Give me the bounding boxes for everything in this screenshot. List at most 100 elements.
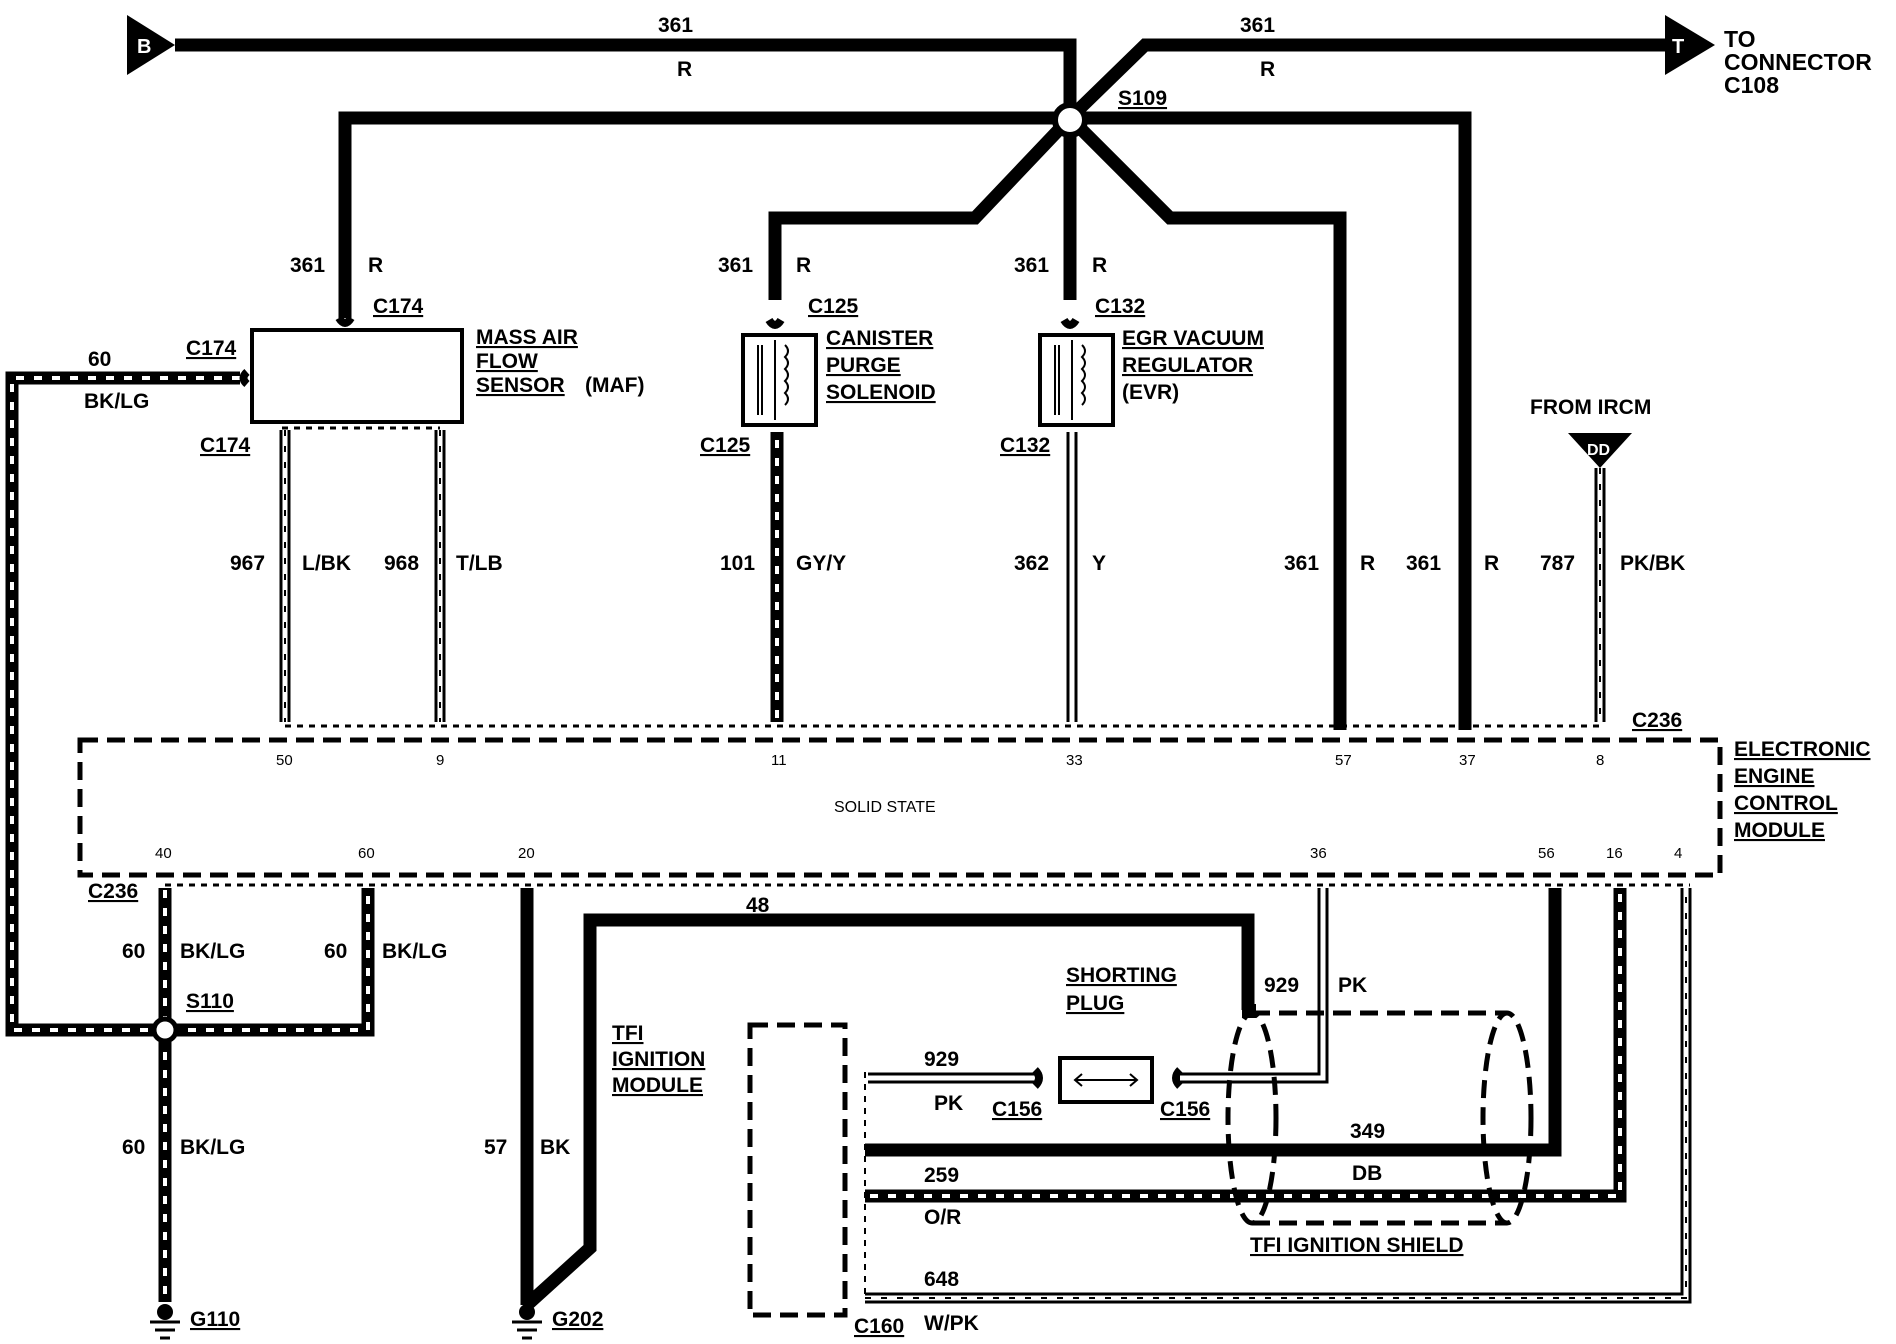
eec-connector-bottom: C236 <box>88 880 138 903</box>
maf-name-2: FLOW <box>476 350 538 373</box>
connector-dd-shape <box>1568 433 1632 468</box>
tfi-wpk-num: 648 <box>924 1268 959 1291</box>
eec-pin-bottom-56: 56 <box>1538 845 1555 862</box>
eec-name-1: ELECTRONIC <box>1734 738 1871 761</box>
connector-dd-label: DD <box>1587 442 1610 459</box>
egr-name-2: REGULATOR <box>1122 354 1253 377</box>
splice-s110-label: S110 <box>186 990 234 1013</box>
canister-name-3: SOLENOID <box>826 381 936 404</box>
egr-name-1: EGR VACUUM <box>1122 327 1264 350</box>
feed-3-color: PK/BK <box>1620 552 1685 575</box>
top-wire-right-color: R <box>1260 58 1275 81</box>
tfi-shield-label: TFI IGNITION SHIELD <box>1250 1234 1464 1257</box>
right-feeds: 361 R 361 R FROM IRCM DD 787 PK/BK <box>1284 396 1685 722</box>
tfi-c156-left: C156 <box>992 1098 1042 1121</box>
to-connector-line3: C108 <box>1724 72 1779 98</box>
bl-w4-color: BK <box>540 1136 570 1159</box>
eec-module: C236 C236 ELECTRONIC ENGINE CONTROL MODU… <box>77 709 1871 903</box>
egr-out-color: Y <box>1092 552 1106 575</box>
eec-pin-top-8: 8 <box>1596 752 1604 769</box>
egr-out-num: 362 <box>1014 552 1049 575</box>
eec-pin-top-33: 33 <box>1066 752 1083 769</box>
bl-w2-num: 60 <box>324 940 347 963</box>
canister-name-1: CANISTER <box>826 327 933 350</box>
eec-pin-top-37: 37 <box>1459 752 1476 769</box>
eec-pin-top-50: 50 <box>276 752 293 769</box>
maf-name-3: SENSOR <box>476 374 565 397</box>
maf-wire-a-color: L/BK <box>302 552 351 575</box>
connector-b-label: B <box>137 36 151 58</box>
maf-connector-top: C174 <box>373 295 424 318</box>
maf-connector-left: C174 <box>186 337 237 360</box>
eec-name-3: CONTROL <box>1734 792 1838 815</box>
canister-in-num: 361 <box>718 254 753 277</box>
maf-name-suffix: (MAF) <box>585 374 644 397</box>
tfi-pk-num: 929 <box>924 1048 959 1071</box>
tfi-connector-c160: C160 <box>854 1315 904 1338</box>
left-ground-loop: 60 BK/LG <box>5 348 250 1037</box>
top-wire-left-num: 361 <box>658 14 693 37</box>
tfi-name-2: IGNITION <box>612 1048 705 1071</box>
canister-box <box>741 333 818 427</box>
canister-name-2: PURGE <box>826 354 901 377</box>
eec-pin-top-11: 11 <box>771 752 787 769</box>
tfi-ignition: 48 TFI IGNITION MODULE C160 929 PK C156 … <box>522 888 1692 1338</box>
tfi-c156-right: C156 <box>1160 1098 1210 1121</box>
maf-wire-b-num: 968 <box>384 552 419 575</box>
tfi-or-num: 259 <box>924 1164 959 1187</box>
ground-g110-icon <box>150 1304 180 1340</box>
ground-g202-icon <box>512 1304 542 1340</box>
canister-connector-top: C125 <box>808 295 859 318</box>
connector-t-label: T <box>1672 36 1684 58</box>
splice-s109 <box>1052 102 1088 138</box>
tfi-ignition-shield <box>1225 1010 1534 1226</box>
shorting-plug-label-1: SHORTING <box>1066 964 1177 987</box>
bl-w1-num: 60 <box>122 940 145 963</box>
egr-box <box>1038 333 1115 427</box>
ground-g110-label: G110 <box>190 1308 240 1331</box>
tfi-module-box <box>747 1022 848 1318</box>
maf-name-1: MASS AIR <box>476 326 578 349</box>
connector-b-shape <box>127 15 175 75</box>
egr-connector-top: C132 <box>1095 295 1145 318</box>
egr-name-suffix: (EVR) <box>1122 381 1179 404</box>
maf-ground-num: 60 <box>88 348 111 371</box>
tfi-name-1: TFI <box>612 1022 644 1045</box>
tfi-pk2-color: PK <box>1338 974 1367 997</box>
bl-w3-color: BK/LG <box>180 1136 245 1159</box>
top-wire-left-color: R <box>677 58 692 81</box>
eec-pin-bottom-36: 36 <box>1310 845 1327 862</box>
s109-fanout: S109 <box>338 87 1472 730</box>
bl-w2-color: BK/LG <box>382 940 447 963</box>
bl-w1-color: BK/LG <box>180 940 245 963</box>
tfi-pk2-num: 929 <box>1264 974 1299 997</box>
bl-w3-num: 60 <box>122 1136 145 1159</box>
eec-connector-top: C236 <box>1632 709 1682 732</box>
eec-inside-label: SOLID STATE <box>834 799 936 816</box>
eec-pin-top-57: 57 <box>1335 752 1352 769</box>
eec-pin-bottom-60: 60 <box>358 845 375 862</box>
egr-in-num: 361 <box>1014 254 1049 277</box>
tfi-db-num: 349 <box>1350 1120 1385 1143</box>
top-bus: B T TO CONNECTOR C108 361 R 361 R <box>127 14 1872 123</box>
eec-pin-bottom-16: 16 <box>1606 845 1623 862</box>
to-connector-line2: CONNECTOR <box>1724 49 1872 75</box>
eec-pin-top-9: 9 <box>436 752 444 769</box>
maf-sensor-box <box>250 328 464 424</box>
eec-pin-bottom-4: 4 <box>1674 845 1682 862</box>
feed-3-num: 787 <box>1540 552 1575 575</box>
canister-out-num: 101 <box>720 552 755 575</box>
egr-connector-bottom: C132 <box>1000 434 1050 457</box>
eec-name-2: ENGINE <box>1734 765 1815 788</box>
egr-in-color: R <box>1092 254 1107 277</box>
tfi-pk-color: PK <box>934 1092 963 1115</box>
maf-wire-b-color: T/LB <box>456 552 503 575</box>
tfi-w48-label: 48 <box>746 894 770 917</box>
maf-ground-color: BK/LG <box>84 390 149 413</box>
maf-in-num: 361 <box>290 254 325 277</box>
eec-module-box <box>77 737 1723 878</box>
maf-sensor: 361 R C174 MASS AIR FLOW SENSOR (MAF) C1… <box>186 254 644 722</box>
tfi-db-color: DB <box>1352 1162 1382 1185</box>
bottom-left-grounds: S110 60 BK/LG 60 BK/LG 60 BK/LG G110 57 … <box>122 888 603 1340</box>
